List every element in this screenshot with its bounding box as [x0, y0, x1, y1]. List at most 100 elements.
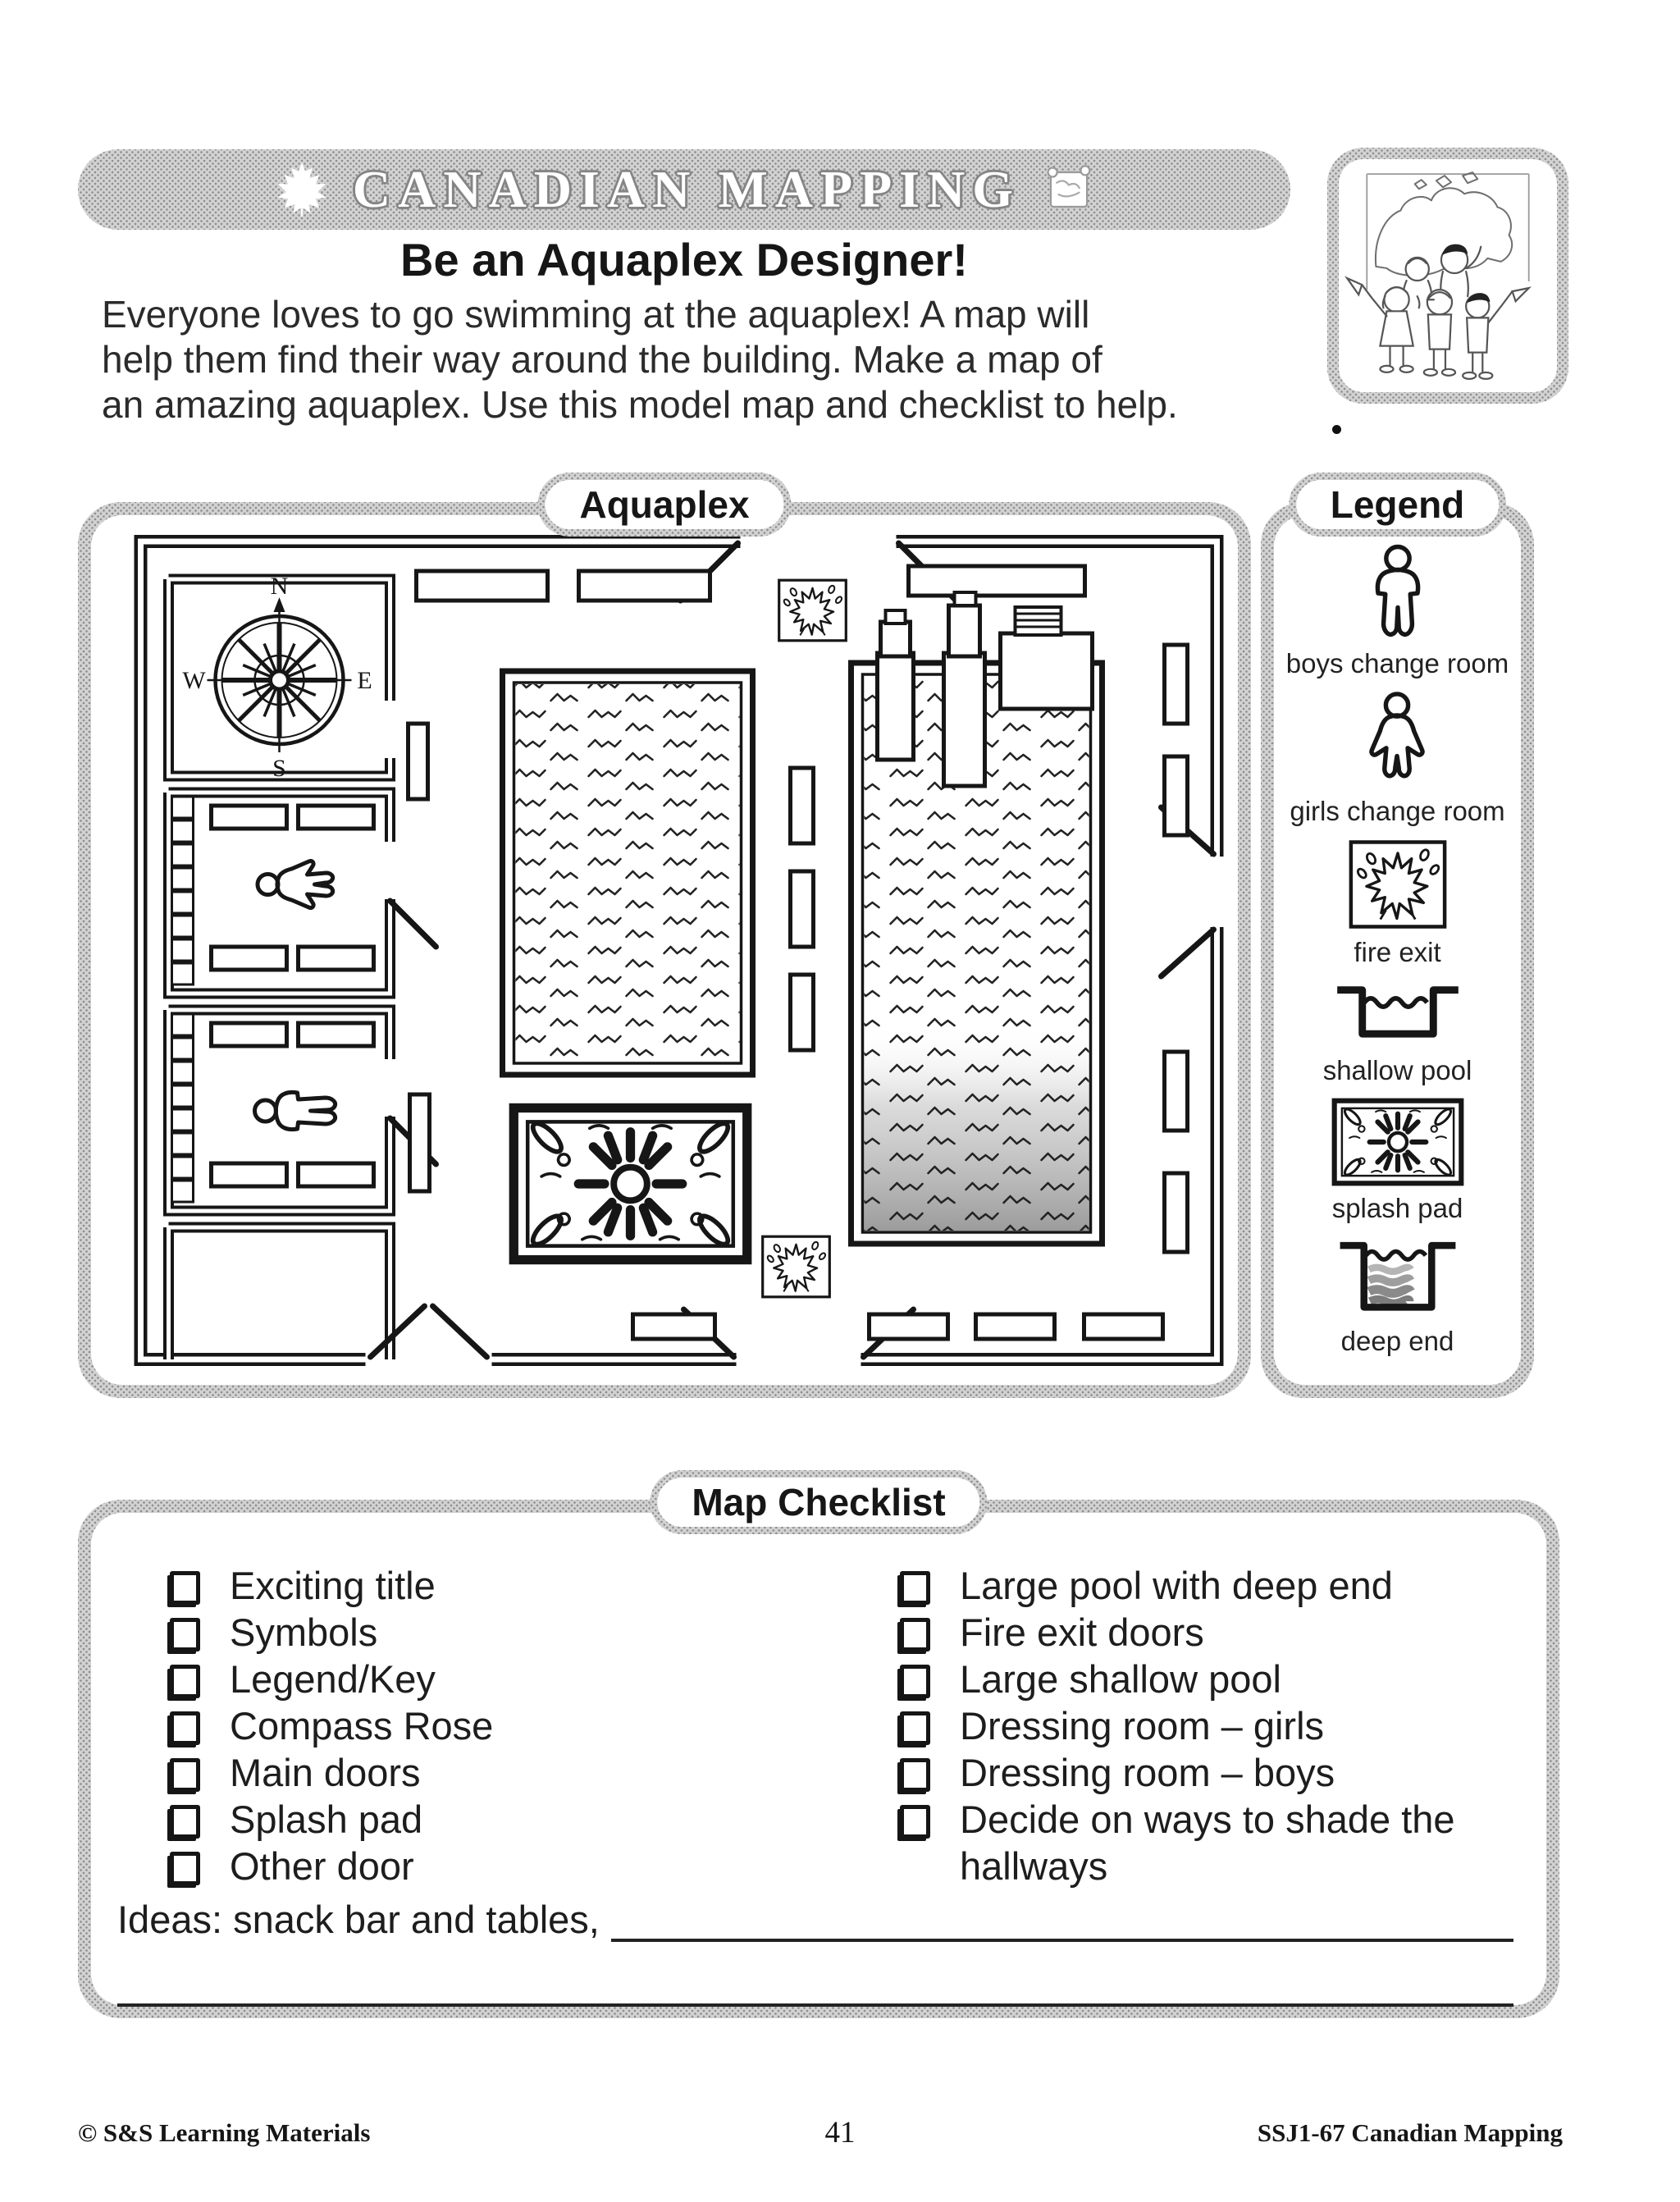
checklist-item-label: Fire exit doors: [960, 1610, 1204, 1654]
maple-leaf-icon: [277, 162, 326, 217]
footer-product-code: SSJ1-67 Canadian Mapping: [1257, 2118, 1563, 2147]
compass-label-w: W: [182, 667, 206, 694]
checklist-item: Compass Rose: [170, 1702, 493, 1749]
checklist-item-label: Splash pad: [230, 1798, 423, 1841]
checkbox[interactable]: [900, 1758, 930, 1792]
map-scroll-icon: [1047, 165, 1091, 208]
checklist-item: Fire exit doors: [900, 1609, 1556, 1656]
checkbox[interactable]: [170, 1665, 200, 1698]
checklist-item-label: Dressing room – boys: [960, 1751, 1335, 1794]
checklist-item: Large shallow pool: [900, 1656, 1556, 1702]
checkbox[interactable]: [170, 1711, 200, 1745]
compass-label-n: N: [271, 573, 289, 600]
kids-illustration-frame: [1327, 148, 1568, 404]
checklist-item-label: Decide on ways to shade the hallways: [960, 1798, 1455, 1888]
room-walls: [163, 573, 395, 1359]
legend-item: shallow pool: [1323, 980, 1472, 1086]
checklist-item-label: Dressing room – girls: [960, 1704, 1325, 1747]
legend-item-label: boys change room: [1285, 648, 1509, 678]
boy-icon: [1358, 543, 1438, 642]
checkbox[interactable]: [170, 1571, 200, 1605]
floor-plan: N S E W: [134, 535, 1224, 1366]
outer-walls: [134, 535, 1224, 1366]
legend-item-label: shallow pool: [1322, 1055, 1472, 1085]
checklist-left-column: Exciting title Symbols Legend/Key Compas…: [170, 1562, 493, 1889]
aquaplex-title-pill: Aquaplex: [537, 473, 791, 537]
checklist-item-label: Legend/Key: [230, 1657, 436, 1701]
legend-box: Legend boys change room girls change roo…: [1261, 480, 1534, 1398]
checkbox[interactable]: [900, 1665, 930, 1698]
kids-with-canada-map-illustration: [1344, 171, 1532, 380]
shallow-pool: [500, 668, 756, 1078]
checklist-item: Dressing room – boys: [900, 1749, 1556, 1796]
aquaplex-title: Aquaplex: [545, 480, 784, 529]
fire-exit-icon: [1347, 838, 1449, 930]
fill-in-blank[interactable]: [610, 1898, 1513, 1942]
checkbox[interactable]: [900, 1618, 930, 1652]
checkbox[interactable]: [170, 1852, 200, 1885]
checklist-item: Splash pad: [170, 1796, 493, 1843]
lockers: [171, 795, 194, 1204]
splash-pad-icon: [1331, 1098, 1464, 1186]
compass-rose-icon: [207, 597, 352, 752]
checkbox[interactable]: [170, 1805, 200, 1839]
checklist-item: Main doors: [170, 1749, 493, 1796]
splash-pad: [514, 1108, 746, 1259]
boy-icon: [255, 1092, 336, 1129]
legend-title: Legend: [1295, 480, 1500, 529]
aquaplex-map-box: Aquaplex: [78, 480, 1251, 1398]
shallow-pool-icon: [1333, 980, 1463, 1048]
fire-exit-icon: [778, 578, 847, 642]
checklist-item: Large pool with deep end: [900, 1562, 1556, 1609]
checkbox[interactable]: [170, 1618, 200, 1652]
checklist-item: Symbols: [170, 1609, 493, 1656]
legend-item-label: deep end: [1340, 1326, 1454, 1356]
legend-item-label: splash pad: [1331, 1193, 1463, 1223]
checklist-item: Other door: [170, 1843, 493, 1889]
checklist-right-column: Large pool with deep end Fire exit doors…: [900, 1562, 1556, 1889]
footer-copyright: © S&S Learning Materials: [78, 2118, 371, 2147]
legend-item: fire exit: [1347, 838, 1449, 968]
diving-platforms: [875, 591, 1094, 788]
intro-line: help them find their way around the buil…: [102, 338, 1102, 381]
intro-line: an amazing aquaplex. Use this model map …: [102, 383, 1178, 426]
compass-label-e: E: [357, 667, 372, 694]
compass-label-s: S: [272, 755, 286, 782]
checkbox[interactable]: [900, 1571, 930, 1605]
ideas-label: Ideas: snack bar and tables,: [117, 1898, 600, 1941]
map-checklist-box: Map Checklist Exciting title Symbols Leg…: [78, 1478, 1559, 2018]
legend-item: girls change room: [1290, 691, 1505, 827]
legend-item: splash pad: [1331, 1098, 1464, 1224]
legend-item: boys change room: [1286, 543, 1509, 679]
checklist-item-label: Symbols: [230, 1610, 378, 1654]
checkbox[interactable]: [900, 1711, 930, 1745]
intro-paragraph: Everyone loves to go swimming at the aqu…: [102, 292, 1316, 427]
deep-end-icon: [1335, 1236, 1460, 1319]
checklist-item: Decide on ways to shade the hallways: [900, 1796, 1556, 1889]
checklist-item: Legend/Key: [170, 1656, 493, 1702]
checklist-item: Exciting title: [170, 1562, 493, 1609]
legend-title-pill: Legend: [1289, 473, 1507, 537]
bench: [209, 564, 1189, 1341]
fill-in-blank[interactable]: [117, 1962, 1513, 2007]
intro-line: Everyone loves to go swimming at the aqu…: [102, 293, 1090, 336]
banner-title: CANADIAN MAPPING: [352, 160, 1021, 218]
checklist-item-label: Other door: [230, 1844, 414, 1888]
ideas-line: Ideas: snack bar and tables,: [117, 1897, 1513, 1942]
checkbox[interactable]: [900, 1805, 930, 1839]
checkbox[interactable]: [170, 1758, 200, 1792]
checklist-item-label: Large pool with deep end: [960, 1564, 1393, 1607]
footer-page-number: 41: [824, 2116, 856, 2149]
checklist-item: Dressing room – girls: [900, 1702, 1556, 1749]
print-artifact-dot: [1332, 425, 1341, 434]
checklist-item-label: Compass Rose: [230, 1704, 494, 1747]
legend-list: boys change room girls change room fire …: [1279, 532, 1516, 1368]
checklist-title: Map Checklist: [657, 1478, 980, 1527]
checklist-item-label: Exciting title: [230, 1564, 436, 1607]
fire-exit-icon: [761, 1235, 831, 1299]
header-banner: CANADIAN MAPPING: [78, 149, 1290, 230]
legend-item-label: girls change room: [1290, 796, 1505, 826]
girl-icon: [258, 861, 333, 907]
girl-icon: [1357, 691, 1437, 789]
